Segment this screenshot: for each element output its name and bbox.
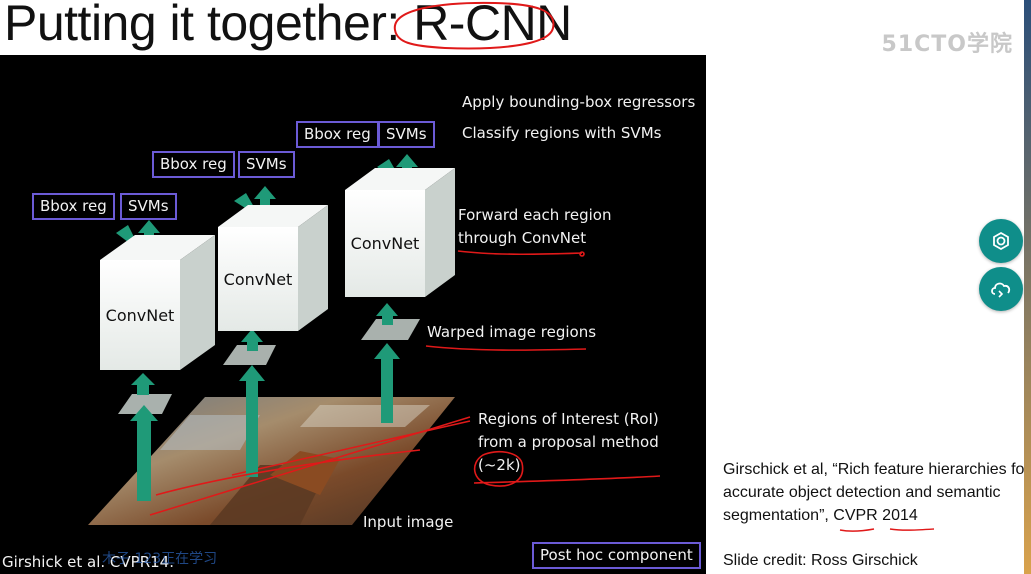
warped-region-planes <box>118 319 420 414</box>
convnet-box-2: ConvNet <box>218 227 298 331</box>
svms-label-1: SVMs <box>120 193 177 220</box>
citation-line-2: accurate object detection and semantic <box>723 484 1001 501</box>
cvpr-red-underline <box>839 528 935 532</box>
convnet-box-1: ConvNet <box>100 260 180 370</box>
gear-icon <box>993 231 1009 251</box>
input-image-label: Input image <box>363 513 454 531</box>
slide-title: Putting it together: R-CNN <box>4 0 572 51</box>
convnet-cubes <box>100 168 455 370</box>
svms-label-2: SVMs <box>238 151 295 178</box>
warped-plane-2 <box>223 345 276 365</box>
settings-fab-button[interactable] <box>979 219 1023 263</box>
red-annotations <box>155 250 661 496</box>
slide-diagram-panel: ConvNet ConvNet ConvNet Bbox reg SVMs Bb… <box>0 55 706 574</box>
citation-line-1: Girschick et al, “Rich feature hierarchi… <box>723 461 1030 478</box>
watermark-logo: 51CTO学院 <box>881 32 1013 57</box>
bbox-reg-label-3: Bbox reg <box>296 121 379 148</box>
slide-credit: Slide credit: Ross Girschick <box>723 552 918 569</box>
citation-line-3: segmentation”, CVPR 2014 <box>723 507 918 524</box>
warped-plane-1 <box>118 394 172 414</box>
step-roi-text-line1: Regions of Interest (RoI) <box>478 410 659 428</box>
bbox-reg-label-1: Bbox reg <box>32 193 115 220</box>
bbox-reg-label-2: Bbox reg <box>152 151 235 178</box>
viewer-status-overlay: 木子 123正在学习 <box>102 551 218 567</box>
convnet-box-3: ConvNet <box>345 190 425 297</box>
step-forward-text-line2: through ConvNet <box>458 229 587 247</box>
step-roi-text-line2: from a proposal method <box>478 433 659 451</box>
svms-label-3: SVMs <box>378 121 435 148</box>
cloud-sync-icon <box>991 282 1011 298</box>
step-forward-text-line1: Forward each region <box>458 206 612 224</box>
warped-plane-3 <box>361 319 420 340</box>
post-hoc-component-label: Post hoc component <box>532 542 701 569</box>
slide-footer-citation: Girshick et al. CVPR14. <box>2 553 174 571</box>
step-warped-text: Warped image regions <box>427 323 597 341</box>
step-classify-svms-text: Classify regions with SVMs <box>462 124 662 142</box>
right-edge-strip <box>1024 0 1031 574</box>
title-red-circle <box>393 1 555 50</box>
cloud-sync-fab-button[interactable] <box>979 267 1023 311</box>
step-bbox-regressors-text: Apply bounding-box regressors <box>462 93 696 111</box>
step-roi-count: (~2k) <box>478 456 521 474</box>
